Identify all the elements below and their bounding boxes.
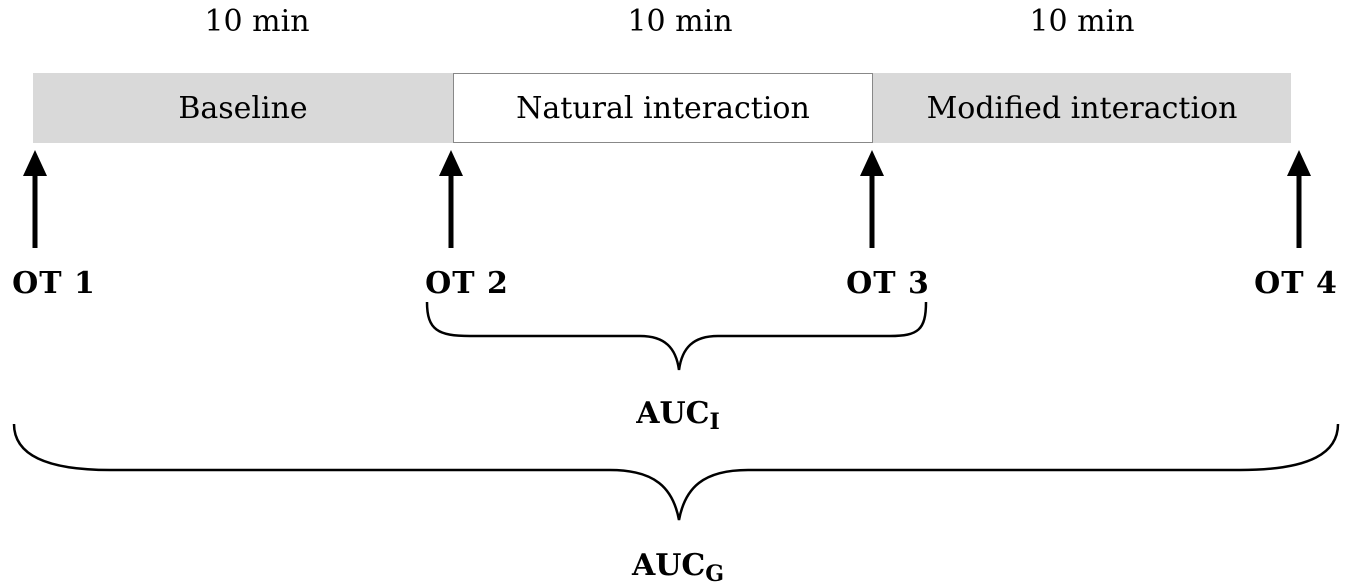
arrow-ot1 bbox=[23, 150, 47, 248]
arrow-head-icon bbox=[1287, 150, 1311, 176]
auc-i-label: AUCI bbox=[578, 396, 778, 435]
ot-label-3: OT 3 bbox=[846, 266, 930, 301]
arrow-ot2 bbox=[439, 150, 463, 248]
ot-label-2: OT 2 bbox=[425, 266, 509, 301]
arrow-ot3 bbox=[860, 150, 884, 248]
brace-auc-i bbox=[425, 301, 928, 371]
phase-baseline: Baseline bbox=[33, 73, 453, 143]
auc-g-label: AUCG bbox=[578, 548, 778, 587]
ot-label-1: OT 1 bbox=[12, 266, 96, 301]
arrow-head-icon bbox=[860, 150, 884, 176]
phase-natural-interaction: Natural interaction bbox=[453, 73, 873, 143]
auc-g-base: AUC bbox=[631, 548, 706, 583]
phase-baseline-label: Baseline bbox=[178, 90, 308, 126]
duration-label-natural: 10 min bbox=[627, 4, 733, 39]
phase-modified-interaction: Modified interaction bbox=[873, 73, 1291, 143]
brace-auc-g bbox=[12, 423, 1340, 521]
ot-label-4: OT 4 bbox=[1254, 266, 1338, 301]
arrow-head-icon bbox=[23, 150, 47, 176]
duration-label-baseline: 10 min bbox=[204, 4, 310, 39]
arrow-head-icon bbox=[439, 150, 463, 176]
phase-modified-label: Modified interaction bbox=[926, 90, 1238, 126]
auc-i-subscript: I bbox=[709, 409, 720, 435]
arrow-ot4 bbox=[1287, 150, 1311, 248]
auc-i-base: AUC bbox=[636, 396, 710, 431]
duration-label-modified: 10 min bbox=[1029, 4, 1135, 39]
phase-natural-label: Natural interaction bbox=[516, 90, 810, 126]
auc-g-subscript: G bbox=[705, 561, 725, 587]
